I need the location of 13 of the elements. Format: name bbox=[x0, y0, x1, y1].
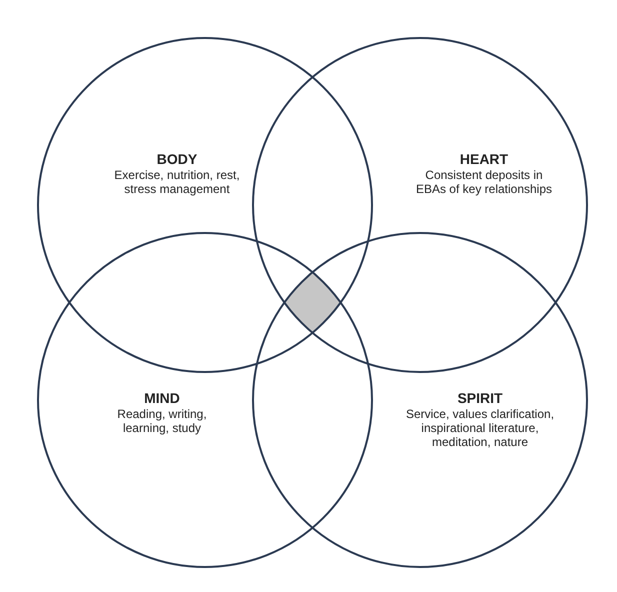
venn-circle bbox=[252, 232, 588, 568]
circle-heading: HEART bbox=[460, 151, 508, 167]
circle-heading: BODY bbox=[156, 151, 198, 167]
venn-circle bbox=[37, 232, 373, 568]
circle-heading: SPIRIT bbox=[457, 390, 503, 406]
venn-circle bbox=[252, 37, 588, 373]
circle-heading: MIND bbox=[144, 390, 180, 406]
circle-description: Reading, writing, learning, study bbox=[116, 407, 208, 435]
venn-circle bbox=[37, 37, 373, 373]
center-overlap bbox=[283, 271, 342, 334]
circle-description: Consistent deposits in EBAs of key relationships bbox=[414, 168, 554, 196]
circle-description: Service, values clarification, inspirational literature, meditation, nature bbox=[405, 407, 555, 449]
circle-description: Exercise, nutrition, rest, stress management bbox=[113, 168, 241, 196]
